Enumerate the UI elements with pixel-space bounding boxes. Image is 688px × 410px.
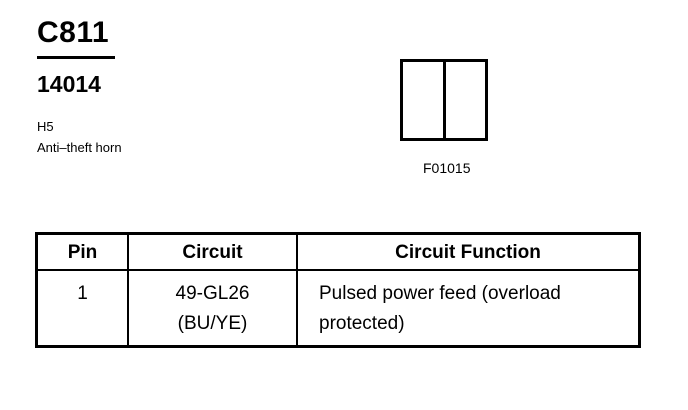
connector-description: Anti–theft horn [37, 140, 122, 155]
table-row-function: Pulsed power feed (overload protected) [319, 279, 637, 339]
table-row-circuit: 49-GL26 (BU/YE) [129, 279, 296, 339]
column-divider [296, 235, 298, 345]
pin-number: 1 [77, 283, 88, 304]
location-code: H5 [37, 119, 54, 134]
column-divider [127, 235, 129, 345]
circuit-wire-color: (BU/YE) [177, 313, 248, 334]
part-number: 14014 [37, 71, 101, 97]
header-circuit: Circuit [182, 242, 243, 263]
circuit-number: 49-GL26 [175, 283, 250, 304]
connector-cavity-divider [443, 62, 446, 138]
function-line-2: protected) [319, 313, 405, 334]
figure-code: F01015 [423, 160, 471, 176]
header-divider [38, 269, 638, 271]
pin-table: Pin Circuit Circuit Function 1 49-GL26 (… [35, 232, 641, 348]
connector-face-diagram [400, 59, 488, 141]
table-row-pin: 1 [38, 279, 127, 309]
function-line-1: Pulsed power feed (overload [319, 283, 561, 304]
title-underline [37, 56, 115, 59]
header-pin: Pin [67, 242, 98, 263]
header-circuit-function: Circuit Function [395, 242, 541, 263]
connector-id: C811 [37, 16, 110, 49]
